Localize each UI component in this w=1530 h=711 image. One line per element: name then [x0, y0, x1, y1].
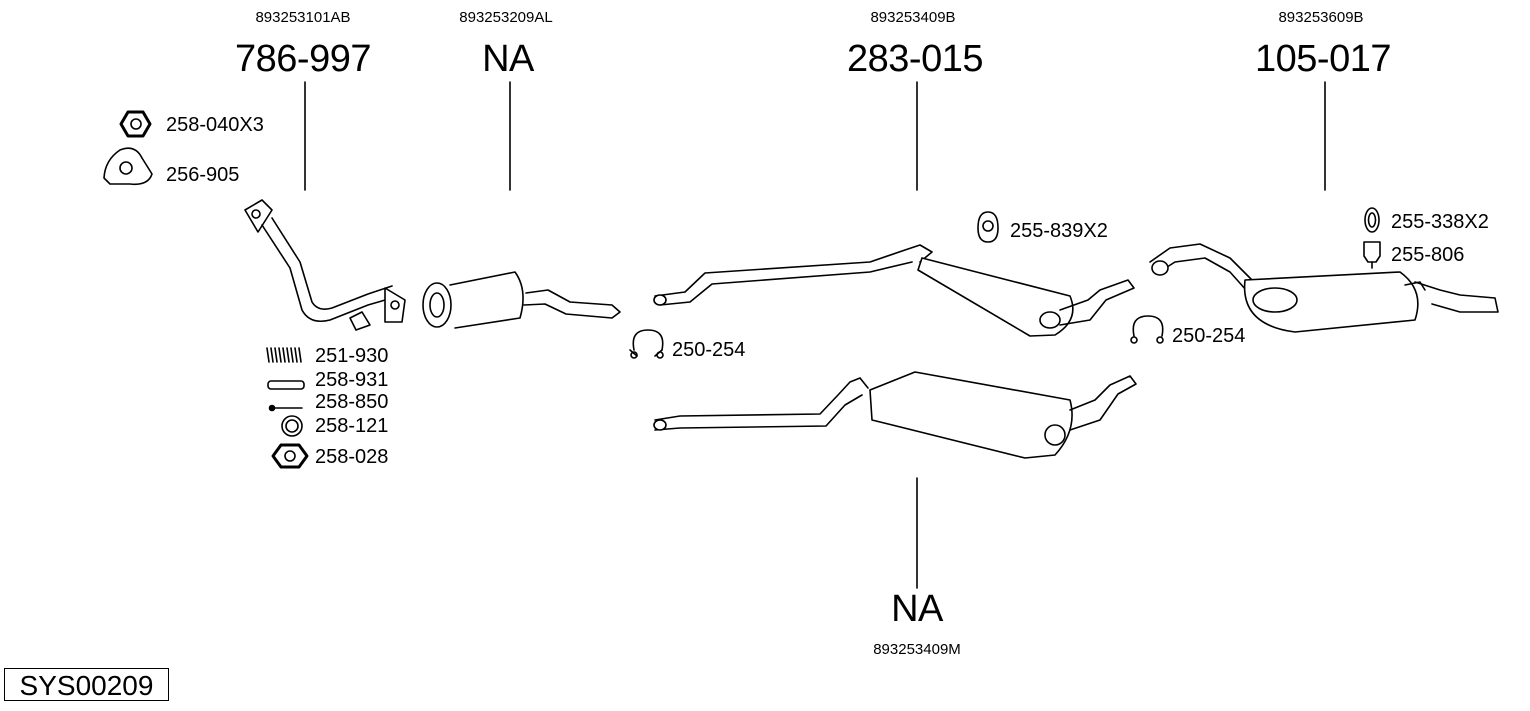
oem-number-rear-silencer: 893253609B	[1278, 9, 1364, 26]
middle-silencer-bottom-icon	[653, 371, 1137, 459]
label-hanger[interactable]: 255-839X2	[1010, 220, 1108, 242]
label-gasket[interactable]: 256-905	[166, 164, 240, 186]
clamp-left-icon	[629, 329, 664, 359]
rear-silencer-icon	[1149, 243, 1499, 333]
label-rubber-ring[interactable]: 255-338X2	[1391, 211, 1489, 233]
bolt-icon	[268, 404, 303, 412]
label-bolt[interactable]: 258-850	[315, 391, 389, 413]
spring-icon	[266, 347, 302, 363]
label-nut-x3[interactable]: 258-040X3	[166, 114, 264, 136]
part-number-front-pipe[interactable]: 786-997	[235, 38, 371, 80]
sleeve-icon	[267, 380, 305, 390]
middle-silencer-top-icon	[653, 244, 1135, 337]
catalytic-converter-icon	[422, 271, 621, 329]
nut-icon	[271, 443, 309, 469]
ring-icon	[281, 415, 303, 437]
oem-number-middle-silencer-alt: 893253409M	[873, 641, 961, 658]
label-clamp-right[interactable]: 250-254	[1172, 325, 1246, 347]
gasket-icon	[103, 147, 153, 186]
rubber-ring-icon	[1364, 207, 1380, 233]
label-rubber-mount[interactable]: 255-806	[1391, 244, 1465, 266]
clamp-right-icon	[1130, 315, 1164, 344]
system-code-box: SYS00209	[4, 668, 169, 701]
oem-number-catalyst: 893253209AL	[459, 9, 553, 26]
label-spring[interactable]: 251-930	[315, 345, 389, 367]
label-ring[interactable]: 258-121	[315, 415, 389, 437]
oem-number-middle-silencer: 893253409B	[870, 9, 956, 26]
part-number-middle-silencer[interactable]: 283-015	[847, 38, 983, 80]
label-clamp-left[interactable]: 250-254	[672, 339, 746, 361]
oem-number-front-pipe: 893253101AB	[255, 9, 351, 26]
label-nut[interactable]: 258-028	[315, 446, 389, 468]
rubber-mount-icon	[1363, 241, 1381, 269]
nut-x3-icon	[119, 110, 152, 138]
part-number-catalyst[interactable]: NA	[482, 38, 534, 80]
front-pipe-icon	[244, 199, 406, 331]
part-number-middle-silencer-alt[interactable]: NA	[891, 588, 943, 630]
label-sleeve[interactable]: 258-931	[315, 369, 389, 391]
part-number-rear-silencer[interactable]: 105-017	[1255, 38, 1391, 80]
hanger-icon	[977, 211, 999, 243]
